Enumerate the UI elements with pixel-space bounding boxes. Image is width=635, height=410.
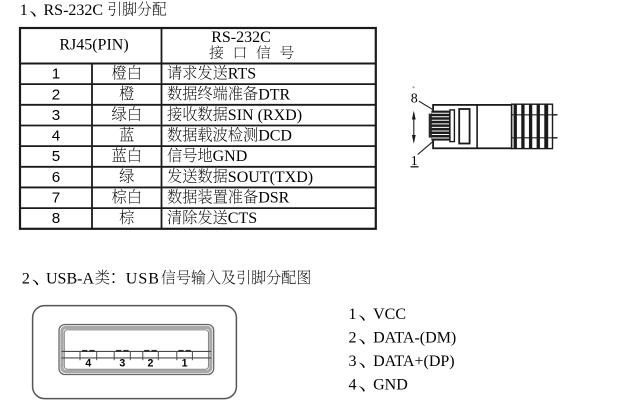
svg-text:SIN (RXD): SIN (RXD) (228, 107, 302, 124)
svg-text:USB: USB (126, 270, 160, 287)
svg-text:8: 8 (411, 92, 418, 107)
svg-text:1: 1 (182, 357, 188, 369)
svg-text:3: 3 (349, 353, 357, 370)
svg-text:RS-232C: RS-232C (44, 2, 104, 19)
svg-text:RS-232C: RS-232C (211, 29, 271, 46)
svg-text:7: 7 (52, 190, 60, 207)
svg-text:RJ45(PIN): RJ45(PIN) (59, 37, 128, 54)
svg-text:2: 2 (148, 357, 154, 369)
svg-text:3: 3 (119, 357, 125, 369)
svg-text:4: 4 (349, 377, 357, 394)
svg-text:SOUT(TXD): SOUT(TXD) (228, 169, 313, 186)
svg-text:DSR: DSR (258, 190, 289, 207)
svg-text:DATA+(DP): DATA+(DP) (373, 353, 455, 370)
svg-text:1: 1 (411, 154, 418, 169)
svg-text:VCC: VCC (373, 306, 406, 323)
svg-text:4: 4 (52, 128, 60, 145)
svg-text:1: 1 (20, 2, 28, 19)
svg-text:6: 6 (52, 169, 60, 186)
svg-text:RTS: RTS (228, 66, 256, 83)
svg-text:1: 1 (52, 66, 60, 83)
svg-text:2: 2 (22, 270, 30, 287)
svg-text:USB-A: USB-A (46, 270, 94, 287)
svg-text:GND: GND (213, 148, 248, 165)
svg-text:3: 3 (52, 107, 60, 124)
svg-text:DCD: DCD (258, 128, 292, 145)
svg-text:5: 5 (52, 148, 60, 165)
svg-text:DTR: DTR (258, 86, 290, 103)
svg-text:4: 4 (85, 357, 91, 369)
svg-text:2: 2 (349, 330, 357, 347)
svg-text:DATA-(DM): DATA-(DM) (373, 330, 456, 347)
svg-text:2: 2 (52, 86, 60, 103)
svg-text:8: 8 (52, 210, 60, 227)
svg-text:GND: GND (373, 377, 408, 394)
svg-text:CTS: CTS (228, 210, 257, 227)
svg-text:1: 1 (349, 306, 357, 323)
